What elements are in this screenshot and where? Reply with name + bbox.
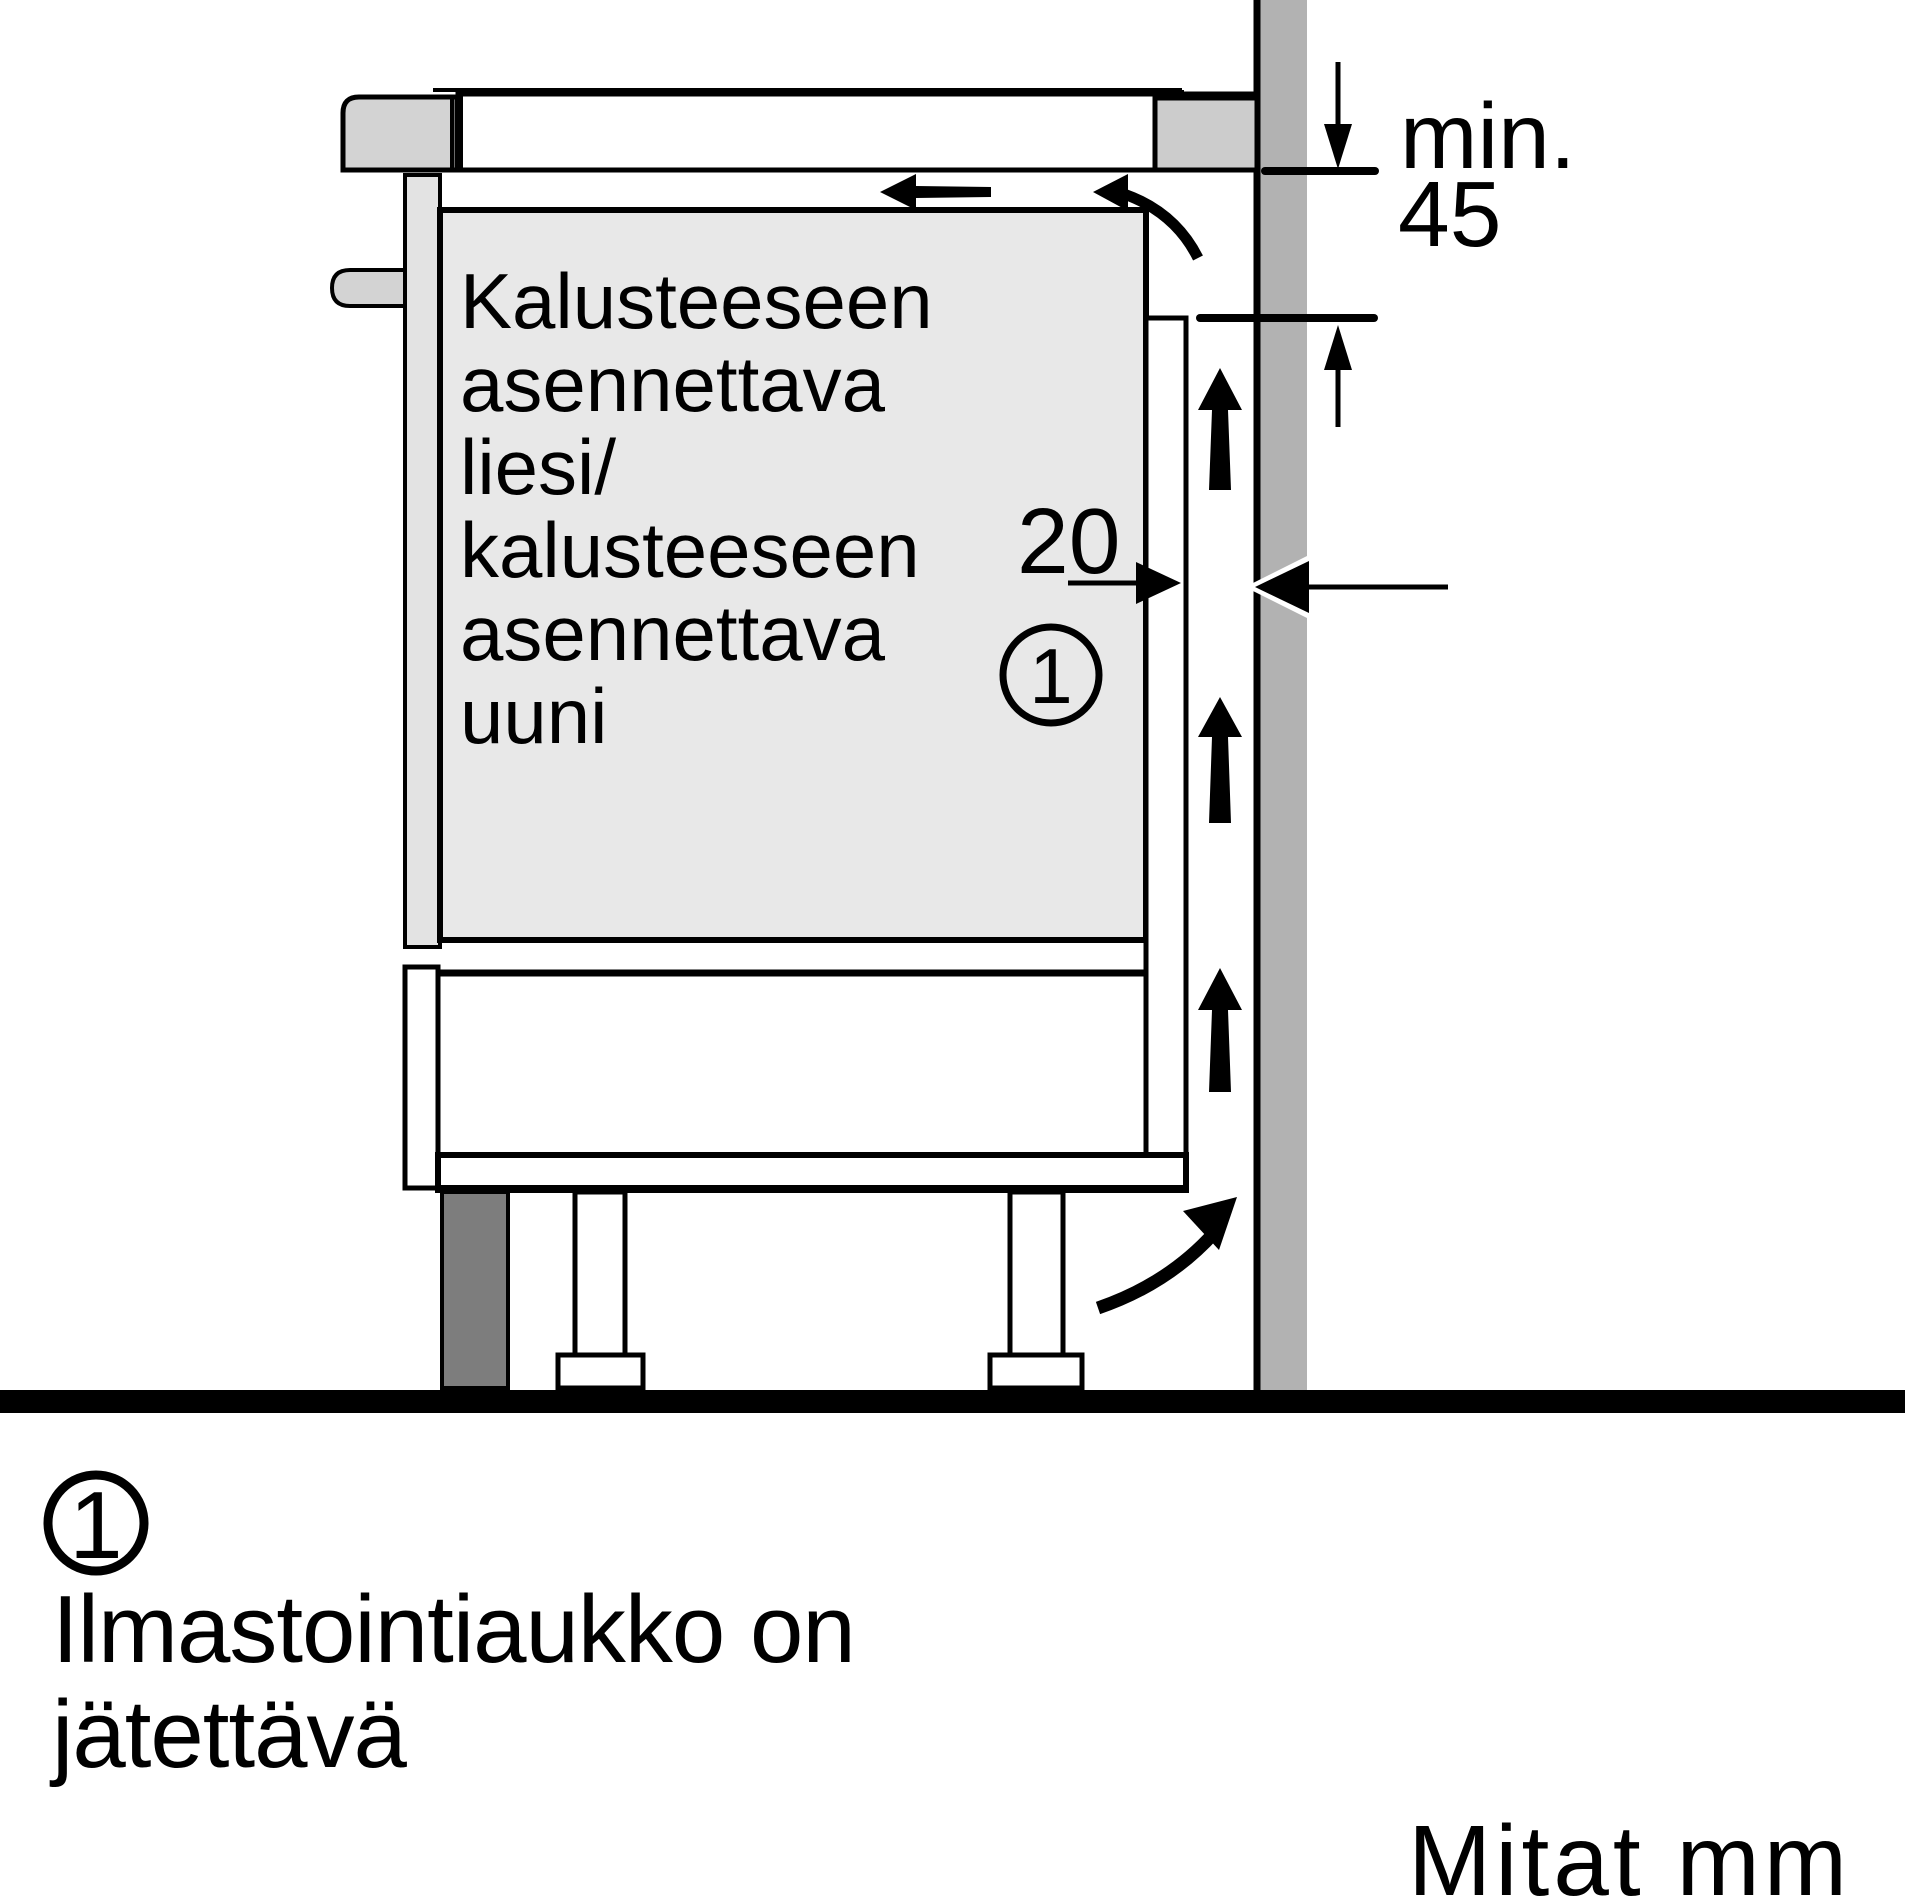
dimension-min45-down-arrow-head	[1324, 124, 1352, 169]
leg-front-stem	[572, 1189, 628, 1358]
worktop-wall-trim	[1152, 95, 1260, 173]
leg-back-foot	[987, 1352, 1085, 1391]
min-value: 45	[1398, 162, 1501, 266]
callout-1-number: 1	[1029, 632, 1072, 720]
airflow-curved-arrow-bottom-tail	[1095, 1228, 1219, 1315]
cabinet-bottom-board	[435, 1152, 1189, 1192]
cabinet-handle	[329, 268, 407, 308]
cabinet-label-line-1: Kalusteeseen	[460, 257, 933, 345]
plinth-support	[440, 1190, 510, 1390]
legend-text-line1: Ilmastointiaukko on	[52, 1576, 855, 1683]
airflow-up-arrow-1	[1198, 368, 1242, 490]
dimension-min45-up-arrow-head	[1324, 325, 1352, 370]
cabinet-back-rail	[1143, 315, 1189, 1158]
airflow-curved-arrow-top-tail	[1122, 188, 1203, 261]
worktop	[455, 91, 1260, 173]
cabinet-side-panel	[403, 173, 442, 949]
gap-dimension-value: 20	[1017, 489, 1120, 593]
hob	[340, 94, 460, 173]
cabinet-label-line-6: uuni	[460, 672, 607, 760]
legend-callout-number: 1	[69, 1472, 122, 1579]
floor-line	[0, 1390, 1905, 1413]
leg-back-stem	[1007, 1189, 1066, 1358]
legend-text-line2: jätettävä	[49, 1681, 408, 1788]
airflow-up-arrow-2	[1198, 697, 1242, 823]
units-note: Mitat mm	[1408, 1805, 1851, 1904]
gap-arrow-left-head	[1255, 561, 1309, 613]
cabinet-label-line-5: asennettava	[460, 589, 886, 677]
callout-1-circle	[999, 623, 1103, 727]
min-label: min.	[1400, 84, 1576, 188]
leg-front-foot	[555, 1352, 646, 1391]
wall	[1257, 0, 1307, 1391]
cabinet-label-line-3: liesi/	[460, 423, 616, 511]
cabinet-label-line-4: kalusteeseen	[460, 506, 920, 594]
airflow-curved-arrow-bottom-head	[1183, 1197, 1237, 1250]
cabinet-front-frame	[402, 964, 441, 1191]
airflow-curved-arrow-top-head	[1093, 174, 1128, 211]
gap-arrow-right-head	[1136, 562, 1181, 604]
airflow-left-arrow	[880, 174, 991, 210]
oven-cavity	[437, 207, 1149, 943]
legend-callout-circle	[43, 1470, 149, 1576]
airflow-up-arrow-3	[1198, 968, 1242, 1092]
cabinet-label-line-2: asennettava	[460, 340, 886, 428]
